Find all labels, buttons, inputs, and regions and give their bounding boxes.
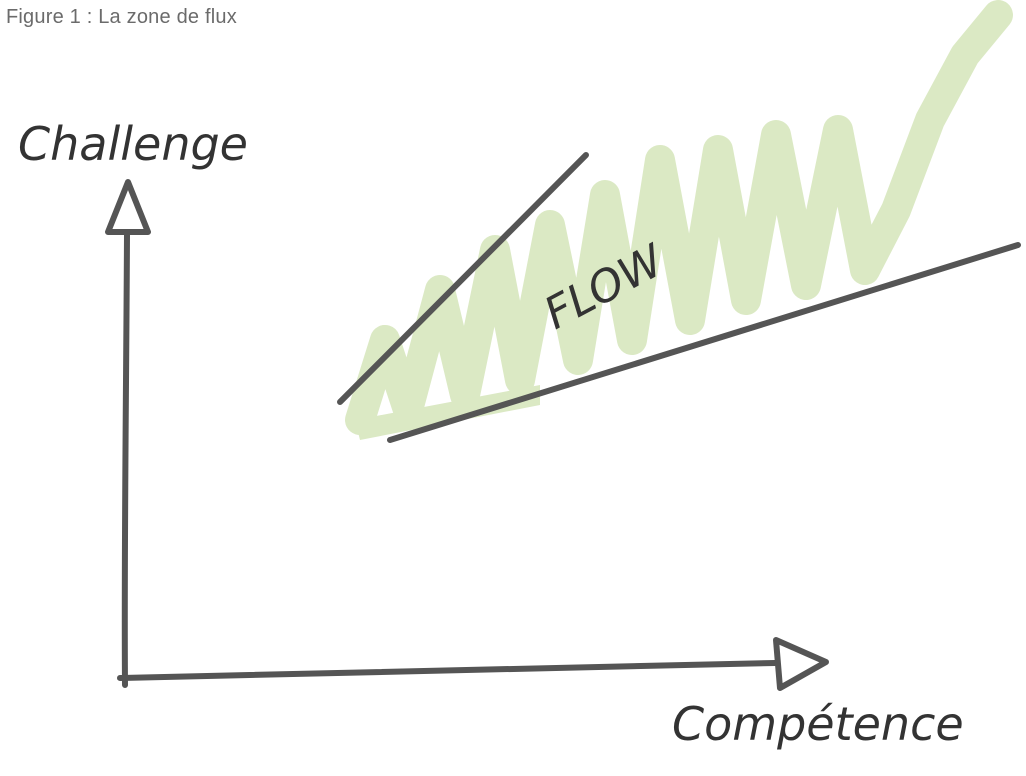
x-axis-arrowhead [773,637,829,691]
x-axis-line [117,660,778,681]
lower-boundary-line [387,242,1021,443]
x-axis [117,637,829,691]
figure-caption: Figure 1 : La zone de flux [6,6,237,28]
flow-zone-base [355,385,540,440]
y-axis-arrowhead [105,179,151,235]
y-axis-label: Challenge [18,117,248,171]
flow-zone [345,0,1013,440]
upper-boundary-line [337,152,589,405]
y-axis-line [121,232,130,688]
y-axis [105,179,151,688]
flow-zone-stroke [345,0,1013,435]
x-axis-label: Compétence [672,697,964,751]
